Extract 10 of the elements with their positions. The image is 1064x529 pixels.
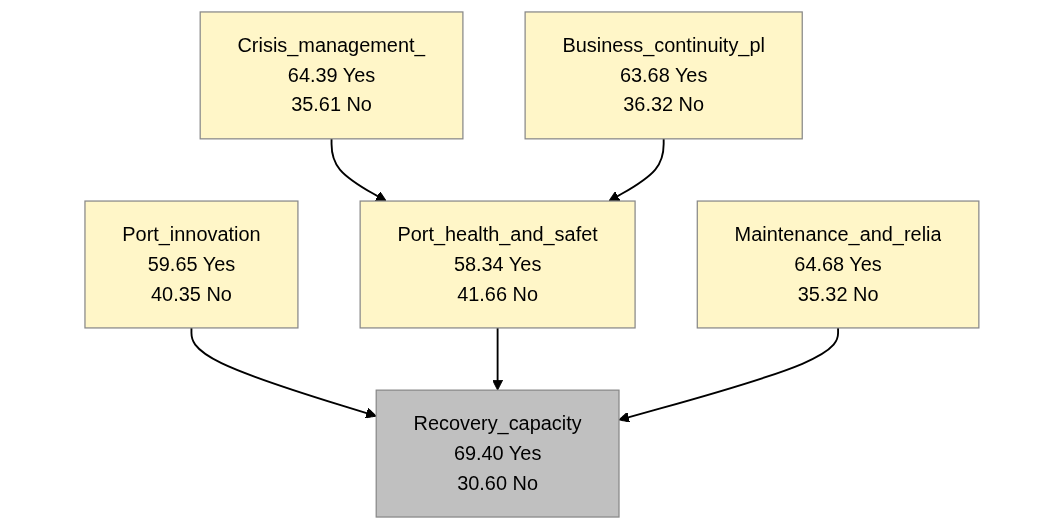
arrow (608, 137, 665, 202)
node-box: Crisis_management_ 64.39 Yes 35.61 No (199, 11, 464, 140)
node-box: Business_continuity_pl 63.68 Yes 36.32 No (524, 11, 803, 140)
node-box: Recovery_capacity 69.40 Yes 30.60 No (375, 389, 620, 518)
arrow (330, 137, 387, 202)
arrow (190, 327, 377, 419)
arrow (492, 327, 504, 391)
node-box: Port_health_and_safet 58.34 Yes 41.66 No (359, 200, 636, 329)
node-box: Maintenance_and_relia 64.68 Yes 35.32 No (696, 200, 980, 329)
node-box: Port_innovation 59.65 Yes 40.35 No (84, 200, 299, 329)
